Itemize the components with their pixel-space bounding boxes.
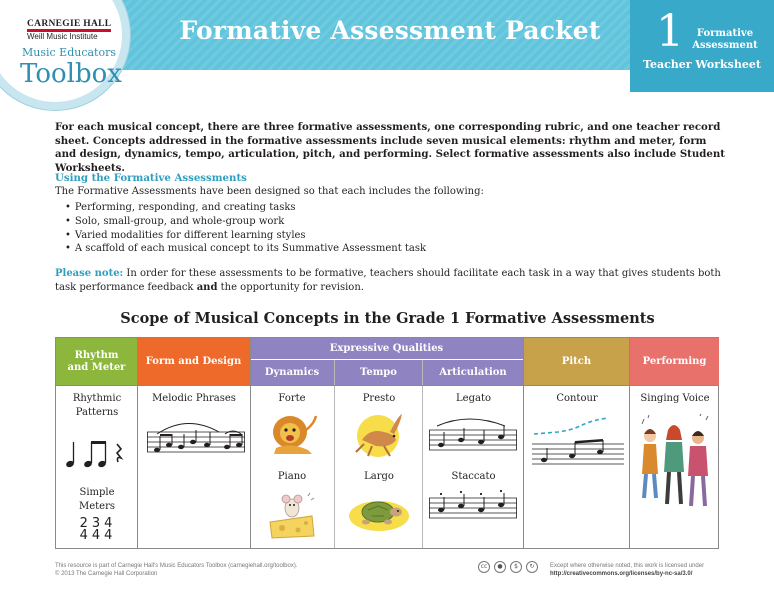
badge-subtitle: Teacher Worksheet: [643, 58, 761, 71]
header-pitch: Pitch: [524, 338, 629, 385]
column-divider: [250, 338, 251, 548]
note-text-b: the opportunity for revision.: [217, 282, 364, 293]
license-url[interactable]: http://creativecommons.org/licenses/by-n…: [550, 571, 693, 577]
footer-license-link[interactable]: http://creativecommons.org/licenses/by-n…: [550, 570, 704, 578]
badge-zigzag-edge: [630, 84, 774, 92]
meter-top: 2: [79, 516, 92, 531]
column-divider: [523, 338, 524, 548]
cell-contour: Contour: [556, 393, 598, 404]
cell-melodic-phrases: Melodic Phrases: [152, 393, 236, 404]
logo-carnegie-hall: CARNEGIE HALL: [27, 19, 112, 32]
using-heading: Using the Formative Assessments: [55, 172, 247, 184]
footer-license: Except where otherwise noted, this work …: [550, 562, 704, 578]
badge-label: Formative Assessment: [692, 28, 758, 51]
column-divider: [334, 360, 335, 548]
legato-staff: [429, 418, 517, 451]
header-expressive-qualities: Expressive Qualities: [250, 338, 523, 359]
page-title: Formative Assessment Packet: [179, 16, 601, 45]
cell-forte: Forte: [278, 393, 306, 404]
logo-toolbox: Toolbox: [20, 59, 122, 89]
header-articulation: Articulation: [423, 360, 523, 385]
header-performing: Performing: [630, 338, 719, 385]
column-divider: [422, 360, 423, 548]
footer-copyright: This resource is part of Carnegie Hall's…: [55, 562, 297, 578]
turtle-illustration: [349, 501, 409, 531]
pitch-contour-staff: [532, 417, 624, 465]
footer-resource-note: This resource is part of Carnegie Hall's…: [55, 563, 298, 569]
scope-table: Rhythm and Meter Form and Design Express…: [55, 337, 719, 549]
toolbox-logo: CARNEGIE HALL Weill Music Institute Musi…: [0, 0, 130, 110]
cell-legato: Legato: [456, 393, 491, 404]
staccato-staff: [429, 489, 517, 519]
mouse-on-cheese-illustration: [269, 492, 315, 539]
assessment-badge: [630, 0, 774, 92]
logo-institute: Weill Music Institute: [27, 32, 98, 41]
meter-signatures: 234 444: [68, 516, 128, 543]
cell-singing-voice: Singing Voice: [640, 393, 710, 404]
list-item: Varied modalities for different learning…: [65, 229, 426, 243]
noncommercial-icon: $: [510, 561, 522, 573]
rabbit-illustration: [355, 414, 402, 457]
feature-list: Performing, responding, and creating tas…: [65, 201, 426, 256]
singing-children-illustration: [641, 413, 709, 507]
lion-illustration: [273, 415, 318, 454]
using-text: The Formative Assessments have been desi…: [55, 186, 484, 197]
quarter-eighth-rest-notation: [66, 441, 124, 468]
meter-top: 4: [104, 516, 117, 531]
header-form-design: Form and Design: [137, 338, 250, 385]
note-paragraph: Please note: In order for these assessme…: [55, 267, 735, 295]
grade-number: 1: [656, 6, 684, 57]
meter-top: 3: [91, 516, 105, 531]
meter-bottom: 4: [79, 528, 92, 543]
column-divider: [137, 338, 138, 548]
list-item: A scaffold of each musical concept to it…: [65, 242, 426, 256]
logo-music-educators: Music Educators: [22, 46, 116, 59]
header-rhythm-meter: Rhythm and Meter: [56, 338, 137, 385]
attribution-icon: ●: [494, 561, 506, 573]
header-dynamics: Dynamics: [250, 360, 334, 385]
intro-paragraph: For each musical concept, there are thre…: [55, 121, 726, 174]
melodic-phrase-staff: [147, 423, 245, 453]
header-divider: [56, 385, 719, 386]
column-divider: [629, 338, 630, 548]
footer-license-note: Except where otherwise noted, this work …: [550, 563, 705, 569]
cell-piano: Piano: [277, 471, 307, 482]
cc-icon: cc: [478, 561, 490, 573]
cell-largo: Largo: [364, 471, 394, 482]
meter-bottom: 4: [91, 528, 105, 543]
list-item: Solo, small-group, and whole-group work: [65, 215, 426, 229]
note-label: Please note:: [55, 268, 124, 279]
cell-presto: Presto: [362, 393, 396, 404]
cell-rhythmic-patterns: Rhythmic Patterns: [72, 393, 122, 418]
list-item: Performing, responding, and creating tas…: [65, 201, 426, 215]
meter-bottom: 4: [104, 528, 117, 543]
scope-title: Scope of Musical Concepts in the Grade 1…: [120, 310, 655, 327]
sharealike-icon: ↻: [526, 561, 538, 573]
header-tempo: Tempo: [335, 360, 422, 385]
footer-copyright-line: © 2013 The Carnegie Hall Corporation: [55, 571, 158, 577]
note-bold: and: [196, 282, 218, 293]
cell-staccato: Staccato: [451, 471, 496, 482]
note-text-a: In order for these assessments to be for…: [55, 268, 721, 293]
cell-simple-meters: Simple Meters: [78, 487, 115, 512]
